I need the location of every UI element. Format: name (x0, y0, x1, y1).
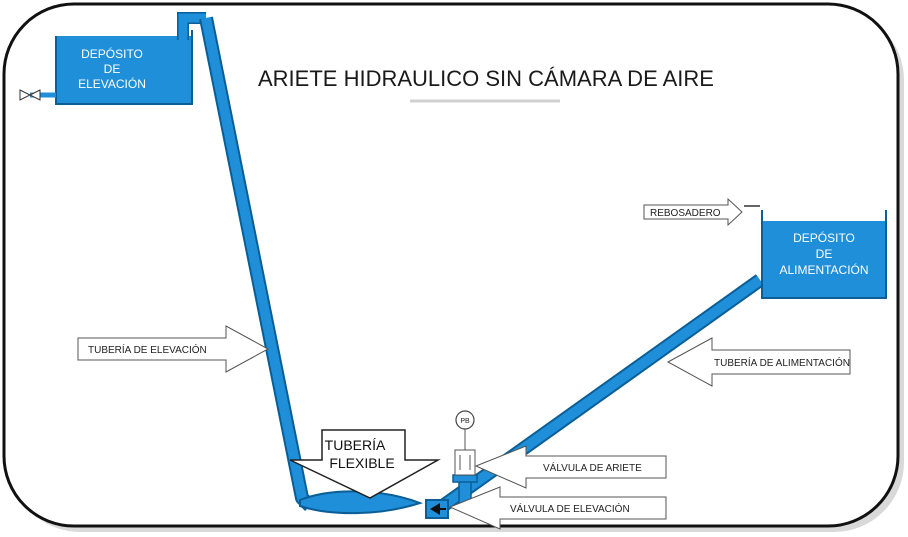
label-valvula-ariete: VÁLVULA DE ARIETE (543, 461, 642, 474)
supply-tank-label-2: DE (816, 247, 833, 261)
arrow-right-shape-2 (643, 197, 743, 227)
label-valvula-elevacion: VÁLVULA DE ELEVACIÓN (510, 502, 630, 515)
arrow-left-shape (666, 337, 851, 387)
elevation-tank-wall (55, 30, 193, 105)
arrow-left-shape-3 (448, 486, 667, 530)
arrow-left-shape-2 (474, 445, 667, 489)
flexible-label-2: FLEXIBLE (329, 455, 394, 471)
flexible-pipe-bulge (299, 490, 424, 515)
waste-valve-housing (454, 449, 476, 476)
callout-tuberia-alimentacion: TUBERÍA DE ALIMENTACIÓN (666, 337, 851, 387)
elevation-tank-water (56, 36, 192, 104)
gauge-label: PB (460, 418, 470, 425)
supply-tank-water (762, 221, 886, 298)
flexible-pipe-callout: TUBERÍA FLEXIBLE (289, 429, 441, 499)
arrow-right-shape (77, 325, 270, 373)
supply-tank-wall (761, 210, 887, 299)
label-tuberia-elevacion: TUBERÍA DE ELEVACIÓN (88, 343, 207, 356)
supply-tank-label-1: DEPÓSITO (793, 230, 855, 245)
tap-valve-icon-2 (28, 89, 41, 101)
label-rebosadero: REBOSADERO (650, 208, 721, 219)
flexible-label-1: TUBERÍA (325, 437, 386, 453)
callout-tuberia-elevacion: TUBERÍA DE ELEVACIÓN (77, 325, 270, 373)
elevation-tank-label-1: DEPÓSITO (81, 46, 143, 61)
elevation-tank: DEPÓSITO DE ELEVACIÓN (19, 30, 193, 105)
elevation-tank-label-2: DE (104, 62, 121, 76)
inlet-bend (178, 13, 206, 40)
flexible-arrow-shape (289, 429, 441, 499)
label-tuberia-alimentacion: TUBERÍA DE ALIMENTACIÓN (714, 356, 850, 369)
diagram-title: ARIETE HIDRAULICO SIN CÁMARA DE AIRE (258, 66, 714, 91)
waste-valve-cap (452, 474, 478, 483)
supply-tank-label-3: ALIMENTACIÓN (779, 262, 868, 277)
callout-rebosadero: REBOSADERO (643, 197, 743, 227)
elevation-tank-label-3: ELEVACIÓN (78, 76, 146, 91)
tap-valve-icon (19, 89, 32, 101)
callout-valvula-ariete: VÁLVULA DE ARIETE (474, 445, 667, 489)
callout-valvula-elevacion: VÁLVULA DE ELEVACIÓN (448, 486, 667, 530)
flow-arrow-icon (430, 503, 440, 515)
supply-tank: DEPÓSITO DE ALIMENTACIÓN (744, 205, 887, 299)
pressure-gauge-icon (455, 410, 475, 430)
